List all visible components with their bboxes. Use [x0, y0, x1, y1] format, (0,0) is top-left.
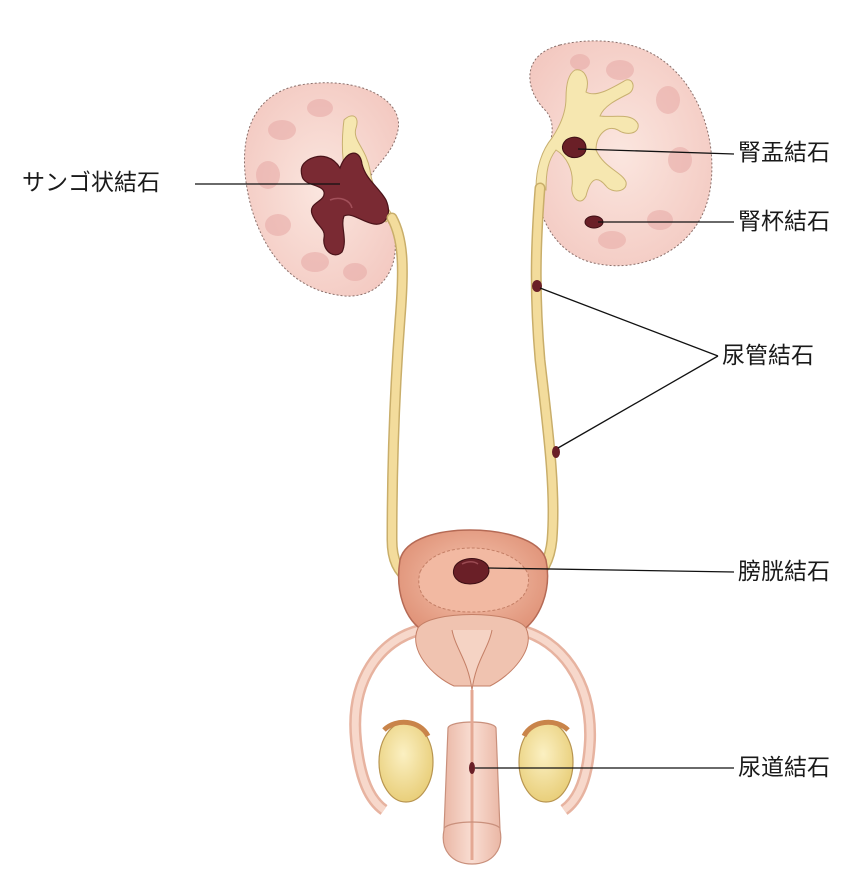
ureters — [392, 188, 560, 582]
renal-pelvis-stone — [562, 137, 586, 157]
label-urethral-stone: 尿道結石 — [738, 757, 830, 780]
label-bladder-stone: 膀胱結石 — [738, 561, 830, 584]
label-renal-calyx-stone: 腎杯結石 — [738, 211, 830, 234]
label-staghorn-stone: サンゴ状結石 — [22, 172, 160, 195]
label-renal-pelvis-stone: 腎盂結石 — [738, 142, 830, 165]
left-kidney — [244, 83, 398, 296]
label-ureteral-stone: 尿管結石 — [722, 345, 814, 368]
ureteral-stone-upper — [532, 280, 542, 292]
right-kidney — [530, 41, 712, 266]
bladder — [399, 530, 548, 690]
leader-ureteral-lower — [558, 356, 718, 448]
penis — [443, 690, 501, 864]
urethral-stone — [469, 762, 475, 774]
leader-ureteral-upper — [540, 288, 718, 356]
